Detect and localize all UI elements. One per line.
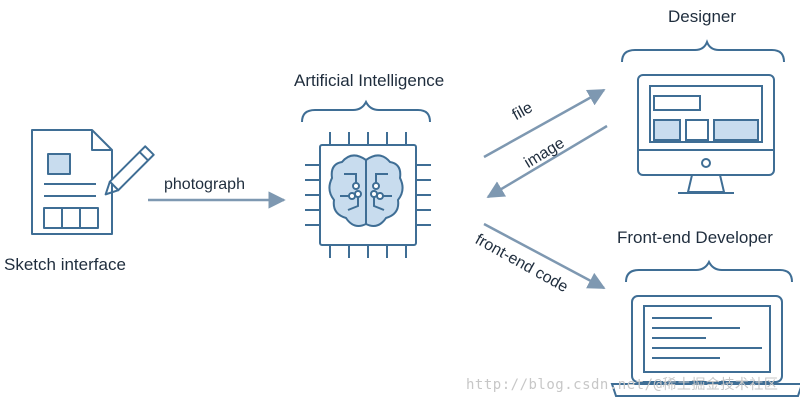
image-arrow [486, 124, 608, 199]
sketch-document-icon [31, 129, 155, 235]
frontend-developer-label: Front-end Developer [617, 228, 773, 247]
designer-brace [621, 39, 785, 63]
laptop-code-icon [610, 295, 800, 397]
desktop-monitor-icon [637, 74, 775, 194]
watermark-text: http://blog.csdn.net/@稀土掘金技术社区 [466, 377, 779, 393]
ai-brace [301, 99, 431, 123]
ai-brain-chip-icon [305, 132, 431, 258]
developer-brace [625, 259, 793, 283]
photograph-label: photograph [164, 176, 245, 193]
sketch-interface-label: Sketch interface [4, 255, 126, 274]
file-arrow [483, 88, 606, 159]
frontend-code-arrow [483, 222, 606, 290]
designer-label: Designer [668, 7, 737, 26]
ai-label: Artificial Intelligence [294, 71, 445, 90]
